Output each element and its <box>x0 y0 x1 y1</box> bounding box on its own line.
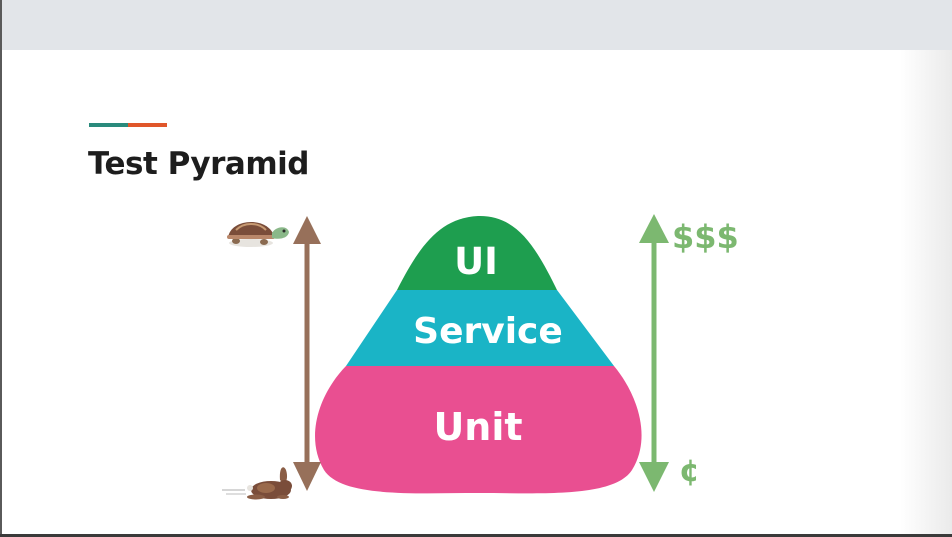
left-border <box>0 0 2 537</box>
pyramid-label-service: Service <box>413 311 563 352</box>
slide-title: Test Pyramid <box>88 146 309 182</box>
pyramid-layer-service <box>346 290 614 366</box>
pyramid-layer-ui <box>397 215 557 290</box>
rabbit-icon <box>222 467 292 500</box>
cost-low-label: ¢ <box>679 454 700 489</box>
cost-arrow <box>639 214 669 492</box>
pyramid-layer-unit <box>315 366 642 494</box>
cost-high-label: $$$ <box>672 218 739 256</box>
right-edge-shadow <box>900 50 952 534</box>
top-bar <box>0 0 952 50</box>
pyramid-label-ui: UI <box>454 240 498 283</box>
pyramid-label-unit: Unit <box>433 405 522 449</box>
turtle-icon <box>227 221 289 247</box>
title-accent-bar <box>89 123 167 127</box>
speed-arrow <box>293 216 321 491</box>
bottom-border <box>0 534 952 537</box>
